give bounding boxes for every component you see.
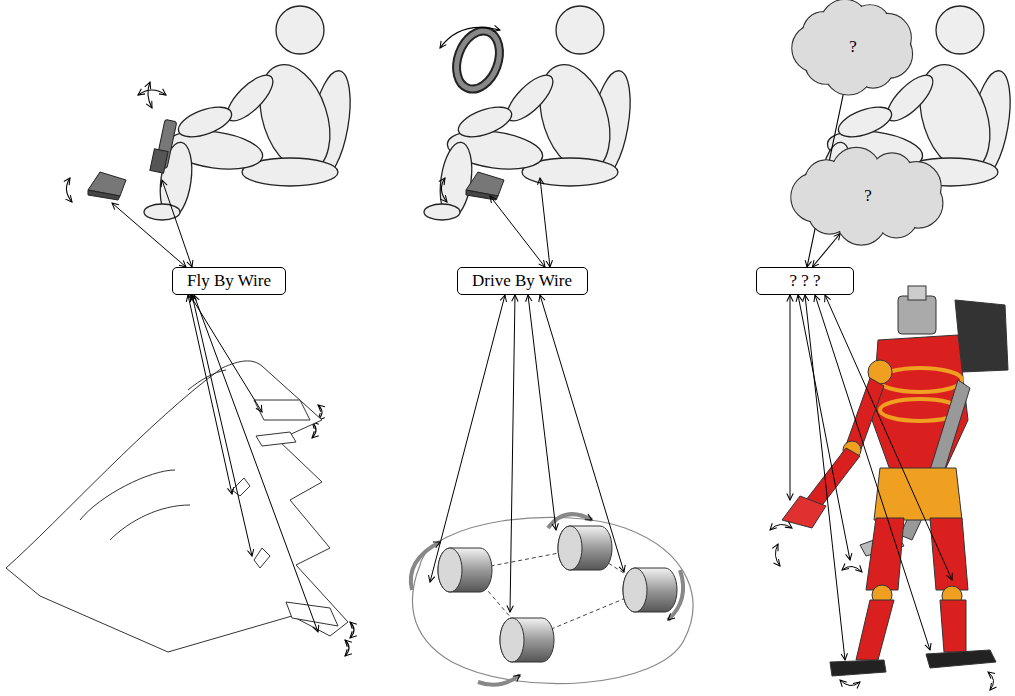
control-arrow-part [825,295,952,580]
controller-box: Drive By Wire [457,267,588,295]
flying-wing-aircraft-part [254,548,270,568]
car-wheel-part [500,618,554,662]
car-chassis [412,517,692,683]
thought-cloud: ? [794,1,912,93]
rotation-arrow-part [345,640,349,656]
robot-joint-arrow-part [840,680,860,686]
flying-wing-aircraft-part [254,400,310,420]
humanoid-robot-part [806,448,860,508]
robot-joint-arrow-part [775,544,780,566]
cloud-fill [809,16,896,77]
humanoid-robot-part [856,600,894,660]
robot-joint-arrow-part [842,566,862,572]
thought-cloud: ? [793,149,943,243]
flying-wing-aircraft-part [80,470,175,520]
node-label: Fly By Wire [187,272,271,291]
rotation-arrow-part [66,178,72,202]
control-arrow-part [194,295,318,632]
steering-wheel [449,25,507,95]
rotation-arrow-part [440,27,500,48]
humanoid-robot [782,286,1008,676]
rudder-pedal-part [88,190,120,200]
car-wheel-part [438,548,492,592]
control-stick-part [150,149,168,173]
wheel-torque-arrow-part [411,542,440,590]
humanoid-robot-part [782,496,826,528]
flying-wing-aircraft-part [6,361,348,652]
humanoid-robot-part [908,286,926,300]
rotation-arrow-part [350,622,354,638]
control-arrow-part [540,178,550,267]
pilot-figure-part [144,6,357,220]
control-arrow-part [192,295,252,556]
flying-wing-aircraft-part [286,602,338,626]
node-label: ? [849,38,857,57]
humanoid-robot-part [940,600,966,652]
car-wheel-part [558,526,612,570]
wheel-torque-arrow-part [478,675,520,685]
flying-wing-aircraft-part [256,432,296,446]
wheel-torque-arrow-part [668,570,683,620]
control-arrow-part [162,180,192,267]
controller-box: Fly By Wire [172,267,286,295]
control-arrow-part [430,295,505,582]
control-arrow-part [510,295,515,612]
control-arrow [112,178,952,660]
control-arrow-part [790,295,791,500]
car-chassis-part [412,517,692,683]
humanoid-robot-part [830,660,886,676]
humanoid-robot-part [926,650,996,668]
control-arrow-part [815,295,930,650]
driver-figure-part [424,6,637,220]
steering-wheel-part [449,25,507,95]
cloud-fill [809,165,927,227]
driver-figure [424,6,637,220]
wheel-torque-arrow [411,514,683,685]
control-arrow-part [805,295,845,660]
control-arrow-part [112,203,186,267]
control-arrow-part [528,295,556,530]
humanoid-robot-part [866,518,904,590]
humanoid-robot-part [930,518,968,590]
accelerator-pedal [466,172,504,200]
robot-joint-arrow [770,524,994,690]
flying-wing-aircraft-part [110,505,190,540]
humanoid-robot-part [898,296,936,334]
connector-arrow [812,234,840,267]
node-label: ? ? ? [789,272,820,291]
rotation-arrow-part [441,178,447,202]
steering-wheel-part [449,25,507,95]
rotation-arrow-part [148,82,152,108]
node-label: Drive By Wire [472,272,572,291]
control-arrow-part [540,295,624,572]
control-stick [150,119,177,173]
car-wheel [438,526,677,662]
accelerator-pedal-part [466,190,498,200]
car-wheel-part [623,568,677,612]
humanoid-robot-part [874,468,962,520]
pilot-figure [144,6,357,220]
node-label: ? [864,187,872,206]
robot-joint-arrow-part [988,672,994,690]
humanoid-robot-part [955,300,1008,372]
flying-wing-aircraft [6,361,348,652]
control-arrow-part [490,196,545,267]
rudder-pedal [88,172,126,200]
rotation-arrow-part [138,90,166,95]
controller-box: ? ? ? [756,267,854,295]
control-arrow-part [188,295,232,494]
robot-joint-arrow-part [770,524,792,530]
